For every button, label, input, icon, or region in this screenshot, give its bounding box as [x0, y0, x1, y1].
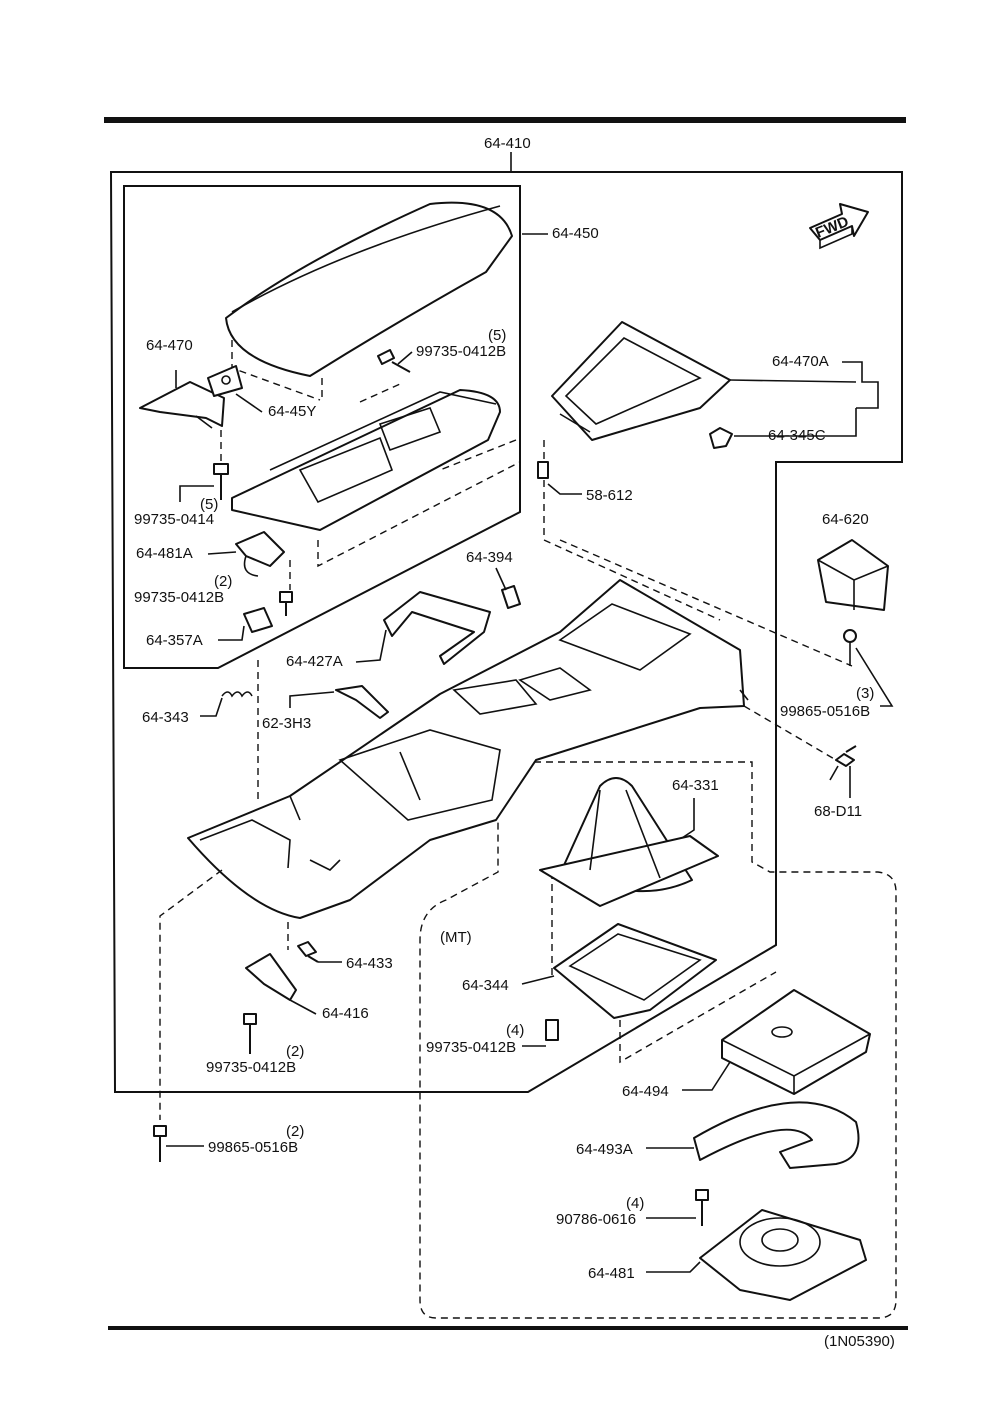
callout-64-470a: 64-470A	[772, 353, 829, 370]
callout-64-345c: 64-345C	[768, 427, 826, 444]
callout-99735-0412b-b: 99735-0412B	[134, 589, 224, 606]
callout-labels: 64-410 64-450 64-470 64-45Y (5) 99735-04…	[134, 135, 895, 1350]
screw-icon	[213, 430, 229, 500]
callout-64-493a: 64-493A	[576, 1141, 633, 1158]
callout-64-343: 64-343	[142, 709, 189, 726]
callout-99735-0412b-c: 99735-0412B	[426, 1039, 516, 1056]
callout-64-344: 64-344	[462, 977, 509, 994]
mt-label: (MT)	[440, 929, 472, 946]
callout-58-612: 58-612	[586, 487, 633, 504]
small-bracket	[501, 585, 521, 609]
qty-90786-0616: (4)	[626, 1195, 644, 1212]
callout-64-416: 64-416	[322, 1005, 369, 1022]
lock-bracket	[235, 531, 285, 577]
armrest-subframe	[123, 185, 521, 669]
bracket	[383, 591, 491, 665]
assembly-label: 64-410	[484, 135, 531, 152]
screw-icon	[153, 1125, 167, 1162]
callout-64-494: 64-494	[622, 1083, 669, 1100]
pocket	[817, 539, 889, 611]
shift-boot	[539, 777, 719, 907]
insulation-pad	[721, 989, 871, 1095]
callout-64-470: 64-470	[146, 337, 193, 354]
callout-64-620: 64-620	[822, 511, 869, 528]
screw-icon	[377, 349, 411, 373]
hinge-bracket	[139, 370, 225, 429]
fwd-arrow-icon: FWD	[809, 203, 869, 250]
callout-90786-0616: 90786-0616	[556, 1211, 636, 1228]
screw-icon	[545, 1019, 559, 1041]
qty-99735-0412b-d: (2)	[286, 1043, 304, 1060]
boot-frame	[553, 923, 717, 1019]
callout-64-481: 64-481	[588, 1265, 635, 1282]
callout-99735-0412b-d: 99735-0412B	[206, 1059, 296, 1076]
callout-99865-0516b-a: 99865-0516B	[780, 703, 870, 720]
callout-64-331: 64-331	[672, 777, 719, 794]
callout-64-357a: 64-357A	[146, 632, 203, 649]
callout-64-481a: 64-481A	[136, 545, 193, 562]
harness	[335, 685, 389, 719]
cap	[243, 607, 273, 633]
callout-68-d11: 68-D11	[814, 803, 862, 820]
callout-99735-0412b-a: 99735-0412B	[416, 343, 506, 360]
assembly-frame	[109, 171, 903, 1093]
qty-99865-0516b-a: (3)	[856, 685, 874, 702]
foam-ring	[693, 1101, 860, 1169]
callout-62-3h3: 62-3H3	[262, 715, 311, 732]
bottom-rule	[108, 1326, 908, 1330]
clip	[537, 440, 549, 540]
spring-icon	[221, 691, 253, 698]
callout-64-450: 64-450	[552, 225, 599, 242]
clip-433	[297, 941, 319, 963]
callout-64-394: 64-394	[466, 549, 513, 566]
callout-64-427a: 64-427A	[286, 653, 343, 670]
armrest-tray	[231, 383, 521, 568]
callout-99865-0516b-b: 99865-0516B	[208, 1139, 298, 1156]
guide-lines	[159, 439, 853, 1120]
bracket-416	[245, 953, 297, 1001]
console-panel	[551, 321, 879, 449]
bolt-icon	[695, 1189, 709, 1226]
top-rule	[104, 117, 906, 123]
latch	[207, 365, 243, 397]
qty-99735-0414: (5)	[200, 496, 218, 513]
screw-icon	[243, 1013, 257, 1054]
screw-icon	[279, 560, 293, 616]
console-body	[187, 579, 749, 919]
drawing-code: (1N05390)	[824, 1333, 895, 1350]
wing-nut-icon	[829, 745, 857, 781]
screw-icon	[843, 629, 857, 666]
qty-99735-0412b-b: (2)	[214, 573, 232, 590]
qty-99735-0412b-a: (5)	[488, 327, 506, 344]
qty-99865-0516b-b: (2)	[286, 1123, 304, 1140]
qty-99735-0412b-c: (4)	[506, 1022, 524, 1039]
callout-64-45y: 64-45Y	[268, 403, 316, 420]
mt-boundary	[419, 761, 897, 1319]
callout-99735-0414: 99735-0414	[134, 511, 214, 528]
callout-64-433: 64-433	[346, 955, 393, 972]
armrest-lid	[225, 201, 513, 402]
shift-seat	[699, 1209, 867, 1301]
